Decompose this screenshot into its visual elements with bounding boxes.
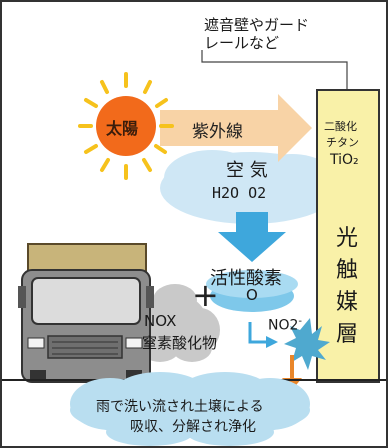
rain-cloud xyxy=(70,372,310,446)
sun-rays xyxy=(78,72,174,180)
small-hook-arrow xyxy=(248,322,268,344)
sun-label: 太陽 xyxy=(106,119,139,138)
blue-down-arrow xyxy=(218,212,286,262)
small-hook-arrowhead xyxy=(266,336,278,348)
no2-charge: - xyxy=(298,316,303,327)
air-formula: H2O O2 xyxy=(212,184,267,202)
ros-symbol: O xyxy=(246,286,258,304)
photocatalyst-char-4: 層 xyxy=(336,322,359,347)
reaction-burst xyxy=(284,318,330,370)
wall-label-line2: レールなど xyxy=(204,34,280,52)
tio2-formula: TiO₂ xyxy=(330,152,359,168)
ros-label: 活性酸素 xyxy=(210,268,282,289)
sun xyxy=(96,96,156,156)
wall-label-line1: 遮音壁やガード xyxy=(204,16,310,34)
tio2-panel xyxy=(316,89,380,383)
rain-label-line1: 雨で洗い流され土壌による xyxy=(96,399,264,415)
plus-sign: + xyxy=(192,276,219,314)
no2-text: NO2 xyxy=(268,317,299,334)
photocatalyst-char-3: 媒 xyxy=(336,290,359,315)
air-label: 空 気 xyxy=(226,160,268,181)
truck xyxy=(18,243,154,383)
ros-cloud xyxy=(206,270,298,312)
nox-jp-label: 窒素酸化物 xyxy=(142,334,218,352)
photocatalyst-char-1: 光 xyxy=(336,226,359,251)
nox-label: NOX xyxy=(144,312,177,330)
air-cloud xyxy=(160,150,340,224)
wall-leader-line xyxy=(201,50,348,95)
rain-label-line2: 吸収、分解され浄化 xyxy=(130,419,256,435)
photocatalyst-char-2: 触 xyxy=(336,258,359,283)
tio2-name2: チタン xyxy=(326,136,359,149)
uv-label: 紫外線 xyxy=(192,122,243,142)
uv-arrow xyxy=(160,94,312,162)
no2-label: NO2- xyxy=(268,316,302,334)
tio2-name: 二酸化 xyxy=(324,120,357,133)
